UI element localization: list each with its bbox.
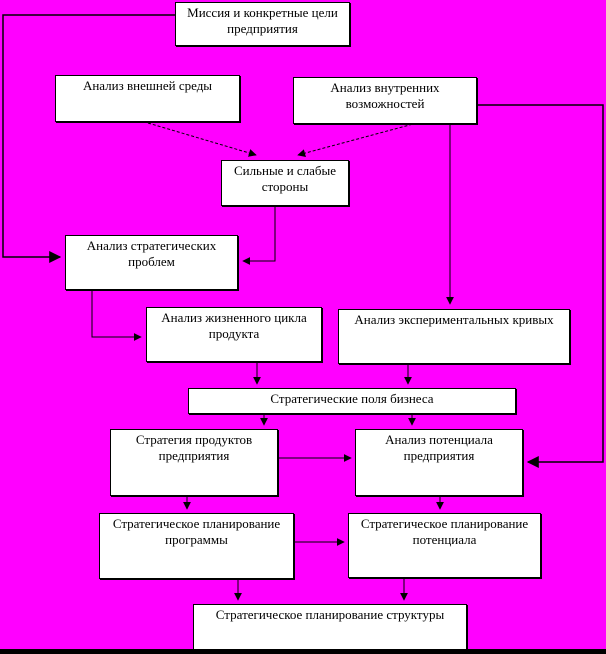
node-structure-planning: Стратегическое планирование структуры xyxy=(193,604,467,654)
node-label: Анализ внешней среды xyxy=(82,78,213,93)
node-label: Миссия и конкретные цели предприятия xyxy=(187,5,338,36)
edge-mission-to-strategic-problems xyxy=(2,14,175,263)
node-label: Анализ экспериментальных кривых xyxy=(354,312,554,327)
node-internal-analysis: Анализ внутренних возможностей xyxy=(293,77,477,124)
node-product-strategy: Стратегия продуктов предприятия xyxy=(110,429,278,496)
node-strengths-weaknesses: Сильные и слабые стороны xyxy=(221,160,349,206)
node-label: Стратегия продуктов предприятия xyxy=(135,432,253,463)
node-mission: Миссия и конкретные цели предприятия xyxy=(175,2,350,46)
node-label: Анализ жизненного цикла продукта xyxy=(161,310,307,341)
node-label: Стратегическое планирование программы xyxy=(112,516,281,547)
node-potential-analysis: Анализ потенциала предприятия xyxy=(355,429,523,496)
edge-internal-to-potential-analysis xyxy=(477,104,604,468)
node-experimental-curves: Анализ экспериментальных кривых xyxy=(338,309,570,364)
node-label: Стратегические поля бизнеса xyxy=(270,391,434,406)
node-potential-planning: Стратегическое планирование потенциала xyxy=(348,513,541,578)
edge-external-to-strengths xyxy=(147,122,257,157)
node-label: Анализ внутренних возможностей xyxy=(330,80,440,111)
image-bottom-edge xyxy=(0,649,606,654)
node-external-analysis: Анализ внешней среды xyxy=(55,75,240,122)
node-product-lifecycle: Анализ жизненного цикла продукта xyxy=(146,307,322,362)
node-strategic-problems: Анализ стратегических проблем xyxy=(65,235,238,290)
node-label: Анализ потенциала предприятия xyxy=(385,432,493,463)
edge-strategic-problems-to-lifecycle xyxy=(91,290,142,341)
node-label: Анализ стратегических проблем xyxy=(86,238,217,269)
node-label: Стратегическое планирование структуры xyxy=(215,607,445,622)
node-label: Сильные и слабые стороны xyxy=(233,163,337,194)
node-label: Стратегическое планирование потенциала xyxy=(360,516,529,547)
edge-internal-to-strengths xyxy=(297,122,418,157)
node-program-planning: Стратегическое планирование программы xyxy=(99,513,294,579)
node-business-fields: Стратегические поля бизнеса xyxy=(188,388,516,414)
edge-strengths-to-strategic-problems xyxy=(242,206,276,265)
